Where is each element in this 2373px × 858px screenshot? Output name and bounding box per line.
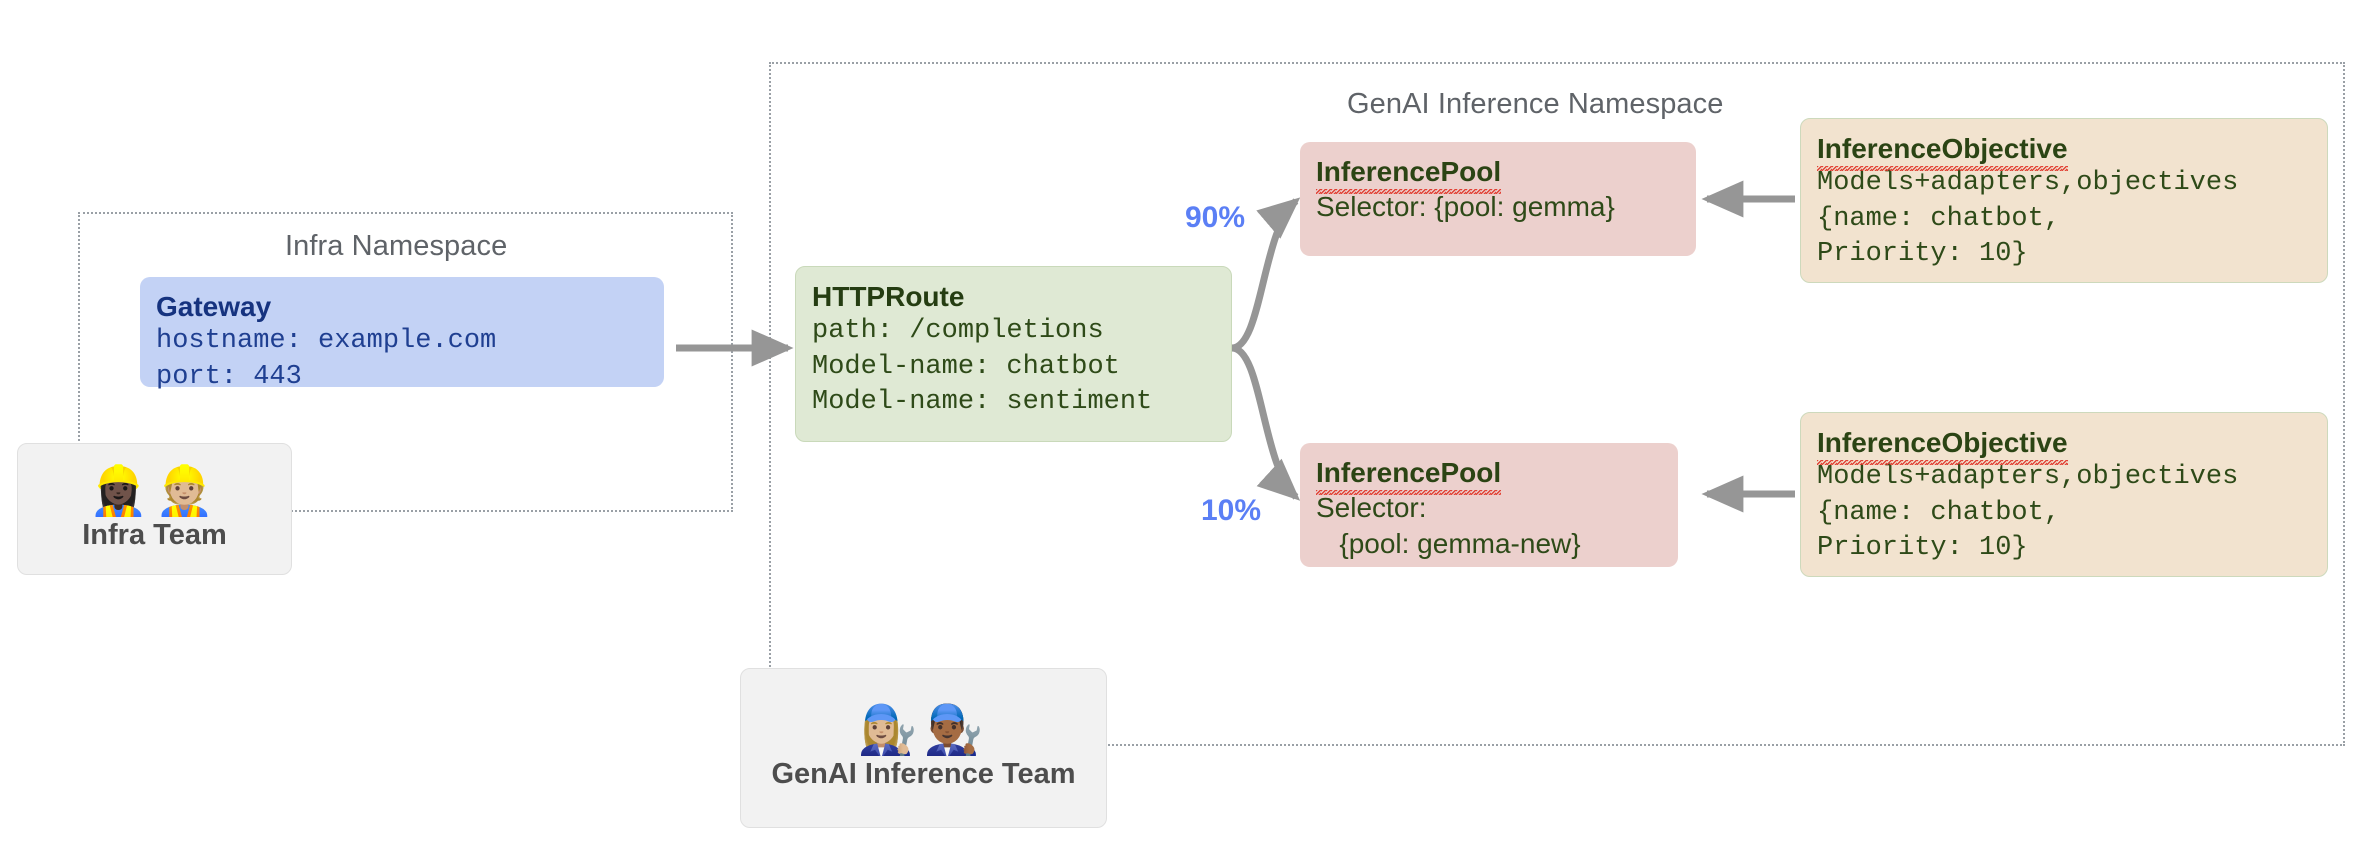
card-gateway-title: Gateway: [156, 291, 272, 322]
card-inferencepool-gemma-new-title: InferencePool: [1316, 455, 1662, 495]
card-inferencepool-gemma-new-selector-label: Selector:: [1316, 492, 1427, 523]
genai-team-avatars-icon: 👩🏼‍🔧👨🏾‍🔧: [857, 702, 990, 759]
card-inferencepool-gemma-selector: Selector: {pool: gemma}: [1316, 191, 1615, 222]
card-inferenceobjective-bottom[interactable]: InferenceObjective Models+adapters,objec…: [1800, 412, 2328, 577]
card-gateway-line-hostname: hostname: example.com: [156, 326, 497, 356]
card-inferencepool-gemma-new[interactable]: InferencePool Selector: {pool: gemma-new…: [1300, 443, 1678, 567]
infra-team-avatars-icon: 👷🏿‍♀️👷🏼: [88, 463, 221, 520]
card-httproute-line-path: path: /completions: [812, 316, 1104, 346]
team-box-infra[interactable]: 👷🏿‍♀️👷🏼 Infra Team: [17, 443, 292, 575]
card-inferenceobjective-bottom-line-priority: Priority: 10}: [1817, 533, 2028, 564]
card-gateway[interactable]: Gateway hostname: example.com port: 443: [140, 277, 664, 392]
card-inferencepool-gemma-new-selector-value: {pool: gemma-new}: [1316, 528, 1581, 560]
card-inferenceobjective-bottom-title: InferenceObjective: [1817, 425, 2311, 465]
genai-team-label: GenAI Inference Team: [771, 757, 1076, 790]
card-inferenceobjective-bottom-line-models: Models+adapters,objectives: [1817, 462, 2239, 492]
card-httproute-title: HTTPRoute: [812, 281, 965, 312]
spellcheck-squiggle: InferenceObjective: [1817, 427, 2068, 465]
spellcheck-squiggle: InferencePool: [1316, 457, 1502, 495]
card-inferenceobjective-top-title: InferenceObjective: [1817, 131, 2311, 171]
card-inferenceobjective-top-line-models: Models+adapters,objectives: [1817, 168, 2239, 198]
card-httproute-line-model-sentiment: Model-name: sentiment: [812, 387, 1153, 418]
namespace-infra: [78, 212, 733, 512]
weight-label-90: 90%: [1185, 201, 1246, 234]
card-inferenceobjective-bottom-line-name: {name: chatbot,: [1817, 497, 2061, 528]
card-inferenceobjective-top-line-name: {name: chatbot,: [1817, 203, 2061, 234]
weight-label-10: 10%: [1201, 494, 1262, 527]
card-inferenceobjective-top[interactable]: InferenceObjective Models+adapters,objec…: [1800, 118, 2328, 283]
namespace-genai: [769, 62, 2345, 746]
team-box-genai[interactable]: 👩🏼‍🔧👨🏾‍🔧 GenAI Inference Team: [740, 668, 1107, 828]
card-gateway-line-port: port: 443: [156, 361, 302, 392]
namespace-genai-title: GenAI Inference Namespace: [1347, 88, 1724, 120]
card-inferenceobjective-top-line-priority: Priority: 10}: [1817, 239, 2028, 270]
card-httproute-line-model-chatbot: Model-name: chatbot: [812, 351, 1120, 382]
spellcheck-squiggle: InferencePool: [1316, 156, 1502, 194]
card-inferencepool-gemma[interactable]: InferencePool Selector: {pool: gemma}: [1300, 142, 1696, 256]
card-httproute[interactable]: HTTPRoute path: /completions Model-name:…: [795, 266, 1232, 442]
card-inferencepool-gemma-title: InferencePool: [1316, 154, 1680, 194]
spellcheck-squiggle: InferenceObjective: [1817, 133, 2068, 171]
namespace-infra-title: Infra Namespace: [285, 230, 508, 262]
infra-team-label: Infra Team: [82, 518, 227, 551]
